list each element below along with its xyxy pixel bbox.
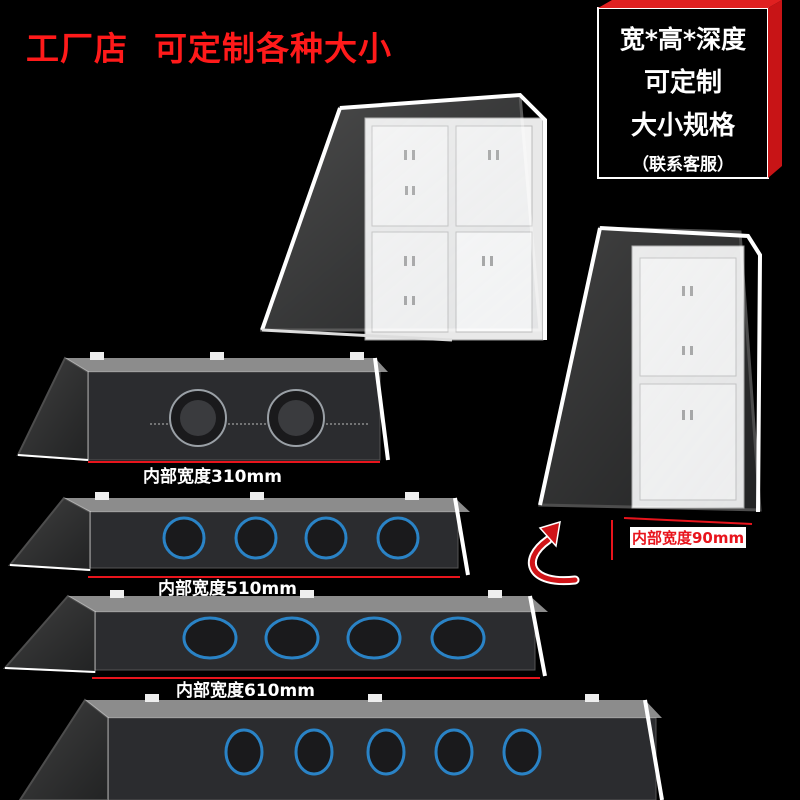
dimension-510mm: 内部宽度510mm — [158, 579, 297, 599]
headline: 工厂店可定制各种大小 — [26, 22, 418, 70]
info-contact-service: （联系客服） — [632, 155, 734, 175]
dimension-610mm: 内部宽度610mm — [176, 681, 315, 701]
quad-socket-cover — [259, 92, 547, 342]
cover-510mm — [8, 492, 470, 578]
cover-610mm — [2, 590, 548, 679]
dimension-310mm: 内部宽度310mm — [143, 467, 282, 487]
info-size-spec: 大小规格 — [630, 111, 735, 141]
info-dimensions: 宽*高*深度 — [619, 25, 747, 54]
info-box-frame — [597, 0, 782, 179]
headline-custom-sizes: 可定制各种大小 — [154, 29, 392, 68]
curved-arrow-icon — [527, 520, 580, 586]
info-customizable: 可定制 — [643, 68, 722, 98]
cover-5-socket — [18, 694, 664, 800]
cover-310mm — [16, 352, 390, 463]
dimension-90mm: 内部宽度90mm — [630, 527, 747, 548]
double-socket-cover — [538, 226, 763, 560]
custom-size-info-box: 宽*高*深度 可定制 大小规格 （联系客服） — [598, 8, 776, 178]
headline-factory: 工厂店 — [26, 29, 128, 68]
